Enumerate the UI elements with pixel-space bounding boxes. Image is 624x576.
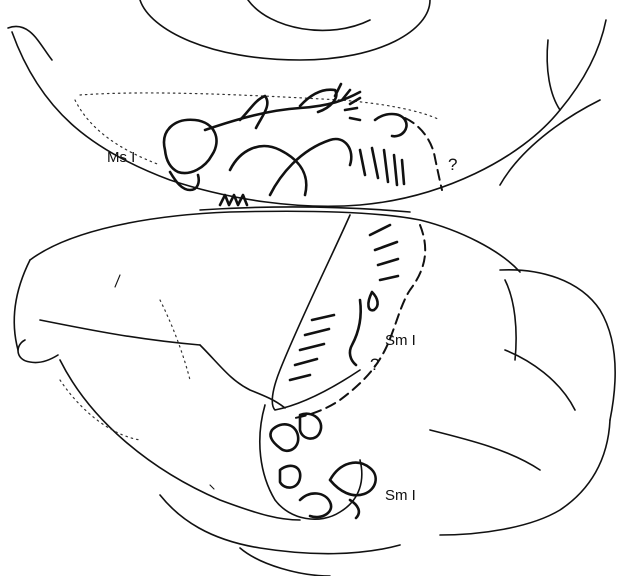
lateral-left-nub (18, 340, 58, 363)
sm2-blob-2 (300, 414, 321, 439)
sm1-figure (272, 215, 398, 410)
medial-view (8, 0, 606, 206)
ms1-inner-loop (230, 146, 306, 195)
ms1-foot-cluster (220, 195, 247, 205)
label-question-lower: ? (370, 355, 379, 374)
sm2-figure (260, 405, 376, 519)
right-medial-lobe (500, 100, 600, 185)
sm1-limb (350, 300, 361, 365)
label-sm2: Sm I (385, 487, 416, 504)
upper-sulcus (248, 0, 370, 30)
lateral-dotted-right (160, 300, 190, 380)
ms1-right-curl (375, 114, 407, 136)
sm2-blob-3 (280, 466, 300, 488)
label-question-upper: ? (448, 155, 457, 174)
ms1-figure (164, 84, 407, 205)
sm2-right-cluster (330, 463, 376, 496)
base-curve (240, 548, 330, 576)
sm1-hand (368, 292, 377, 310)
ms1-digits-right (360, 148, 404, 185)
sm2-blob-1 (270, 424, 298, 450)
lateral-view (14, 211, 615, 576)
cerebellum-lower (430, 430, 540, 470)
sm2-region-outline (260, 405, 362, 519)
sm1-upper-digits (370, 225, 398, 280)
cerebellum-right (440, 420, 610, 535)
sm2-lower-cluster (300, 493, 331, 517)
label-sm1-upper: Sm I (385, 332, 416, 349)
left-fold (8, 26, 52, 60)
ms1-limb-1 (240, 96, 267, 128)
cerebellum-top (500, 270, 615, 420)
lateral-bottom-edge (60, 360, 300, 520)
label-ms1: Ms I (107, 149, 135, 166)
small-sulcus-b (210, 485, 214, 489)
sm1-digits (290, 315, 334, 380)
ms1-dashed-boundary (405, 118, 442, 190)
small-sulcus-a (115, 275, 120, 287)
lateral-top-edge (30, 211, 520, 272)
right-edge-line (547, 40, 560, 110)
callosum-arc (140, 0, 430, 60)
sm1-region-outline (272, 215, 360, 410)
ms1-inner-ridge (270, 139, 351, 195)
brainstem (160, 495, 400, 554)
medial-outline-top (12, 20, 606, 206)
frontal-fold (40, 320, 200, 345)
cerebellum-mid (505, 280, 516, 360)
lateral-left-lobe (14, 260, 30, 350)
lateral-dotted-left (60, 380, 140, 440)
